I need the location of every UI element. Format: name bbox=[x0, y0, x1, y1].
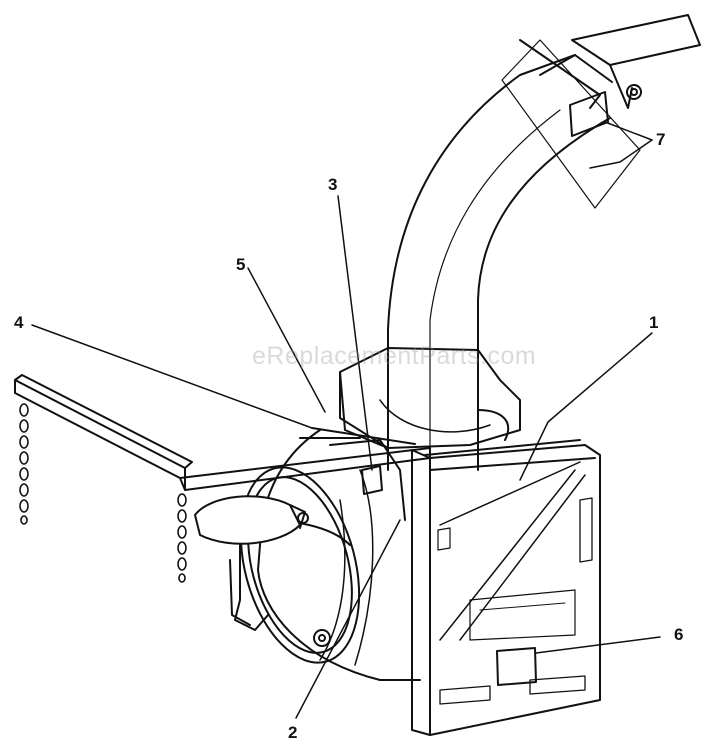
callout-6: 6 bbox=[674, 625, 684, 644]
leader-line-1 bbox=[519, 332, 653, 481]
leader-line-7a bbox=[604, 121, 653, 141]
chute-deflector bbox=[571, 14, 701, 109]
leader-line-6 bbox=[535, 636, 661, 654]
lift-arm bbox=[14, 374, 431, 491]
lift-chain-right bbox=[177, 493, 187, 583]
callout-3: 3 bbox=[328, 175, 338, 194]
leader-line-5 bbox=[247, 267, 326, 413]
housing-decal bbox=[361, 465, 383, 495]
brace-arm bbox=[311, 427, 416, 445]
chute-decal bbox=[569, 91, 609, 137]
discharge-chute bbox=[387, 39, 613, 471]
frame-decal bbox=[496, 647, 537, 686]
fan-housing bbox=[229, 429, 421, 681]
callout-4: 4 bbox=[14, 313, 24, 332]
leader-line-7b bbox=[589, 139, 653, 169]
callout-1: 1 bbox=[649, 313, 659, 332]
cover-plate bbox=[194, 495, 309, 545]
mounting-frame bbox=[411, 439, 601, 736]
watermark: eReplacementParts.com bbox=[252, 342, 537, 370]
leader-line-3 bbox=[337, 195, 373, 471]
leader-line-4 bbox=[31, 324, 313, 429]
bottom-knob bbox=[313, 629, 331, 647]
callout-7: 7 bbox=[656, 130, 666, 149]
callout-2: 2 bbox=[288, 723, 298, 742]
leader-line-2 bbox=[295, 519, 401, 719]
callout-5: 5 bbox=[236, 255, 246, 274]
leader-lines bbox=[31, 121, 661, 719]
lift-chain-left bbox=[19, 403, 29, 525]
